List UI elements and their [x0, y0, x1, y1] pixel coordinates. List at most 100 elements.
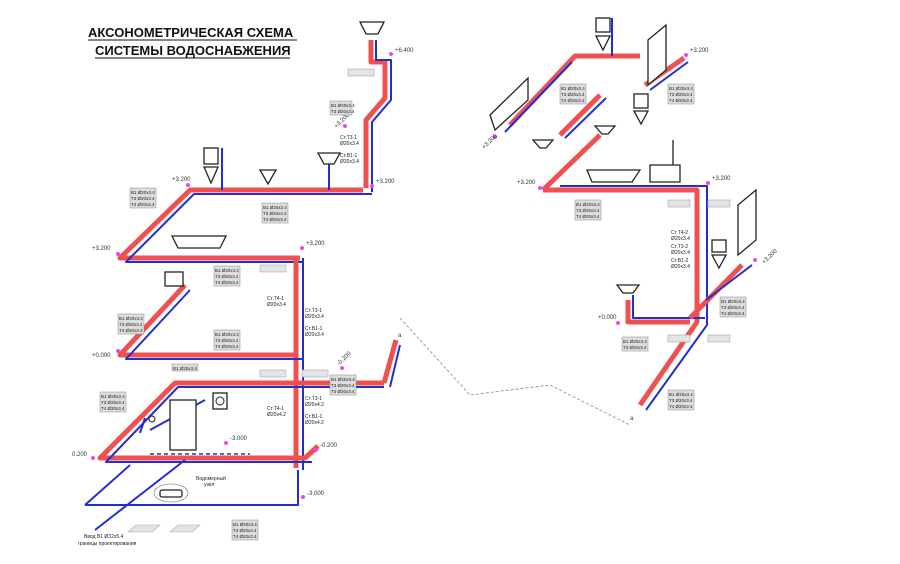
floor-slab: [707, 334, 731, 343]
floor-slab: [301, 369, 329, 378]
right-scheme: +3.200 +3.200 +3.200 +3.200 +3.200 +0.00…: [481, 17, 779, 422]
svg-text:Ст.Т3-2: Ст.Т3-2: [671, 244, 688, 250]
washing-machine-drum-icon: [215, 396, 225, 406]
svg-text:+3.200: +3.200: [306, 241, 325, 247]
floor-slab: [347, 68, 375, 77]
hot-pipe: [558, 93, 602, 137]
svg-text:-3.000: -3.000: [230, 436, 248, 442]
water-meter-label: Водомерный: [196, 475, 226, 482]
ground-slab: [127, 524, 161, 533]
water-heater-icon: [164, 271, 184, 287]
svg-text:-0.200: -0.200: [320, 443, 338, 449]
svg-text:Ст.Т4-2: Ст.Т4-2: [671, 230, 688, 236]
bidet-icon: [258, 169, 278, 186]
pipe-tag: В1 Ø20x3.4: [171, 363, 199, 372]
cold-pipe: [564, 97, 607, 139]
svg-text:+3.200: +3.200: [690, 48, 709, 54]
toilet-tank-icon: [203, 147, 219, 165]
elevation-mark: +0.000: [92, 349, 120, 359]
svg-text:Ст.В1-1: Ст.В1-1: [340, 153, 358, 159]
hot-pipe: [117, 283, 296, 358]
hot-pipe: [381, 339, 399, 384]
svg-text:+3.200: +3.200: [172, 177, 191, 183]
elevation-mark: 0.200: [72, 452, 95, 460]
elevation-mark: +0.000: [598, 315, 620, 325]
elevation-mark: +3.200: [172, 177, 191, 187]
svg-text:Т3 Ø20x3.4: Т3 Ø20x3.4: [263, 211, 287, 216]
svg-text:Ø20x4.2: Ø20x4.2: [305, 402, 324, 408]
svg-text:Т4 Ø20x3.4: Т4 Ø20x3.4: [263, 217, 287, 222]
svg-text:Ø20x3.4: Ø20x3.4: [340, 141, 359, 147]
break-mark: а: [398, 333, 402, 339]
pipe-tag: В1 Ø20x3.4Т3 Ø20x3.4Т4 Ø20x3.4: [117, 313, 145, 335]
pipe-tag: В1 Ø20x3.4Т3 Ø20x3.4: [329, 100, 355, 116]
svg-text:В1 Ø20x3.4: В1 Ø20x3.4: [215, 268, 239, 273]
bathtub-icon: [170, 235, 228, 249]
floor-slab: [667, 199, 691, 208]
svg-text:Т4 Ø20x3.4: Т4 Ø20x3.4: [669, 404, 693, 409]
svg-text:Ст.Т3-1: Ст.Т3-1: [305, 308, 322, 314]
pipe-tag: В1 Ø20x3.4Т3 Ø20x3.4Т4 Ø20x3.4: [231, 519, 259, 541]
hot-pipe: [117, 187, 363, 261]
svg-text:Т4 Ø20x3.4: Т4 Ø20x3.4: [215, 280, 239, 285]
sink-icon: [593, 125, 617, 135]
cold-pipe: [105, 386, 384, 463]
shower-panel-icon: [647, 23, 667, 87]
svg-text:0.200: 0.200: [72, 452, 88, 458]
svg-text:Т3 Ø20x3.4: Т3 Ø20x3.4: [576, 208, 600, 213]
svg-text:Т4 Ø20x3.4: Т4 Ø20x3.4: [119, 328, 143, 333]
svg-text:Т4 Ø20x3.4: Т4 Ø20x3.4: [576, 214, 600, 219]
floor-slab: [259, 369, 287, 378]
svg-text:Ø20x3.4: Ø20x3.4: [340, 159, 359, 165]
break-line: [399, 317, 631, 426]
svg-text:Т4 Ø20x3.4: Т4 Ø20x3.4: [561, 98, 585, 103]
svg-text:В1 Ø20x3.4: В1 Ø20x3.4: [561, 86, 585, 91]
elevation-mark: +3.200: [684, 48, 709, 57]
svg-text:+0.000: +0.000: [598, 315, 617, 321]
cold-pipe: [125, 193, 372, 263]
svg-text:Т3 Ø20x3.4: Т3 Ø20x3.4: [119, 322, 143, 327]
svg-text:Ст.В1-1: Ст.В1-1: [305, 414, 323, 420]
cold-pipe: [371, 40, 392, 192]
hot-pipe: [541, 133, 700, 407]
toilet-tank-icon: [633, 93, 649, 109]
svg-text:Т3 Ø20x3.4: Т3 Ø20x3.4: [331, 109, 355, 114]
cold-pipe: [705, 264, 753, 301]
toilet-icon: [632, 110, 650, 126]
pipe-tag: В1 Ø20x3.4Т3 Ø20x3.4Т4 Ø20x3.4: [261, 202, 289, 224]
elevation-mark: +3.200: [92, 246, 120, 256]
svg-text:Ø20x3.4: Ø20x3.4: [267, 302, 286, 308]
floor-slab: [707, 199, 731, 208]
pipe-tag: В1 Ø20x3.4Т3 Ø20x3.4Т4 Ø20x3.4: [719, 296, 747, 318]
svg-text:Т3 Ø20x3.4: Т3 Ø20x3.4: [131, 196, 155, 201]
bathtub-icon: [489, 76, 529, 132]
elevation-mark: +3.200: [753, 248, 779, 266]
hot-pipe: [625, 300, 690, 325]
floor-slab: [259, 264, 287, 273]
title-line-2: СИСТЕМЫ ВОДОСНАБЖЕНИЯ: [95, 43, 291, 58]
svg-text:Т3 Ø20x3.4: Т3 Ø20x3.4: [623, 345, 647, 350]
svg-text:+3.200: +3.200: [712, 176, 731, 182]
svg-text:+3.200: +3.200: [376, 179, 395, 185]
elevation-mark: -3.000: [224, 436, 248, 445]
svg-text:Т3 Ø20x3.4: Т3 Ø20x3.4: [331, 383, 355, 388]
svg-text:Ст.Т4-1: Ст.Т4-1: [267, 296, 284, 302]
svg-text:+3.200: +3.200: [92, 246, 111, 252]
inlet-label: границы проектирования: [78, 541, 137, 547]
svg-text:Ø20x3.4: Ø20x3.4: [305, 314, 324, 320]
svg-text:+3.200: +3.200: [481, 133, 499, 151]
svg-text:Т3 Ø20x3.4: Т3 Ø20x3.4: [101, 400, 125, 405]
svg-text:Ст.Т3-1: Ст.Т3-1: [305, 396, 322, 402]
pipe-tag: В1 Ø20x3.4Т3 Ø20x3.4Т4 Ø20x3.4: [667, 83, 695, 105]
toilet-tank-icon: [711, 239, 727, 253]
pipe-tag: В1 Ø20x3.4Т3 Ø20x3.4Т4 Ø20x3.4: [329, 374, 357, 396]
elevation-mark: +3.200: [481, 133, 499, 151]
elevation-mark: -0.200: [336, 350, 353, 370]
elevation-mark: +3.200: [706, 176, 731, 185]
pipe-tag: В1 Ø20x3.4Т3 Ø20x3.4Т4 Ø20x3.4: [574, 199, 602, 221]
pipe-tag: В1 Ø20x3.4Т3 Ø20x3.4Т4 Ø20x3.4: [129, 187, 157, 209]
svg-text:Т3 Ø20x3.4: Т3 Ø20x3.4: [669, 92, 693, 97]
